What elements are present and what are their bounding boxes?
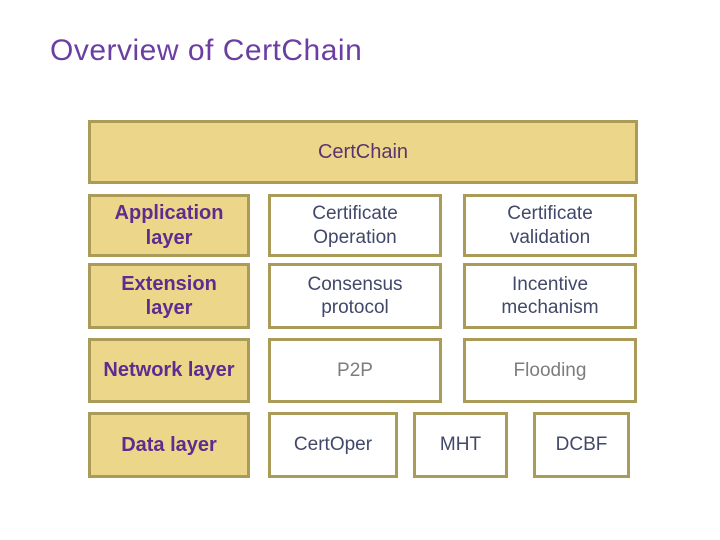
layer-box-application: Application layer (88, 194, 250, 257)
cell-label-mht: MHT (439, 434, 482, 456)
cell-mht: MHT (413, 412, 508, 478)
certchain-header-label: CertChain (317, 140, 409, 163)
cell-label-dcbf: DCBF (555, 434, 608, 456)
cell-dcbf: DCBF (533, 412, 630, 478)
cell-label-certificate-operation: Certificate Operation (312, 203, 398, 248)
cell-consensus-protocol: Consensus protocol (268, 263, 442, 329)
cell-certificate-operation: Certificate Operation (268, 194, 442, 257)
layer-label-network: Network layer (103, 359, 235, 382)
layer-box-network: Network layer (88, 338, 250, 403)
cell-incentive-mechanism: Incentive mechanism (463, 263, 637, 329)
cell-label-certificate-validation: Certificate validation (507, 203, 593, 248)
cell-label-certoper: CertOper (293, 434, 373, 456)
layer-label-data: Data layer (121, 433, 217, 456)
layer-box-extension: Extension layer (88, 263, 250, 329)
cell-p2p: P2P (268, 338, 442, 403)
cell-flooding: Flooding (463, 338, 637, 403)
layer-label-application: Application layer (114, 202, 224, 249)
certchain-header-box: CertChain (88, 120, 638, 184)
cell-label-incentive-mechanism: Incentive mechanism (501, 273, 599, 318)
cell-certificate-validation: Certificate validation (463, 194, 637, 257)
cell-label-p2p: P2P (337, 359, 373, 381)
cell-certoper: CertOper (268, 412, 398, 478)
slide-title: Overview of CertChain (50, 34, 363, 67)
cell-label-flooding: Flooding (513, 359, 587, 381)
layer-box-data: Data layer (88, 412, 250, 478)
layer-label-extension: Extension layer (121, 272, 217, 319)
cell-label-consensus-protocol: Consensus protocol (307, 273, 403, 318)
